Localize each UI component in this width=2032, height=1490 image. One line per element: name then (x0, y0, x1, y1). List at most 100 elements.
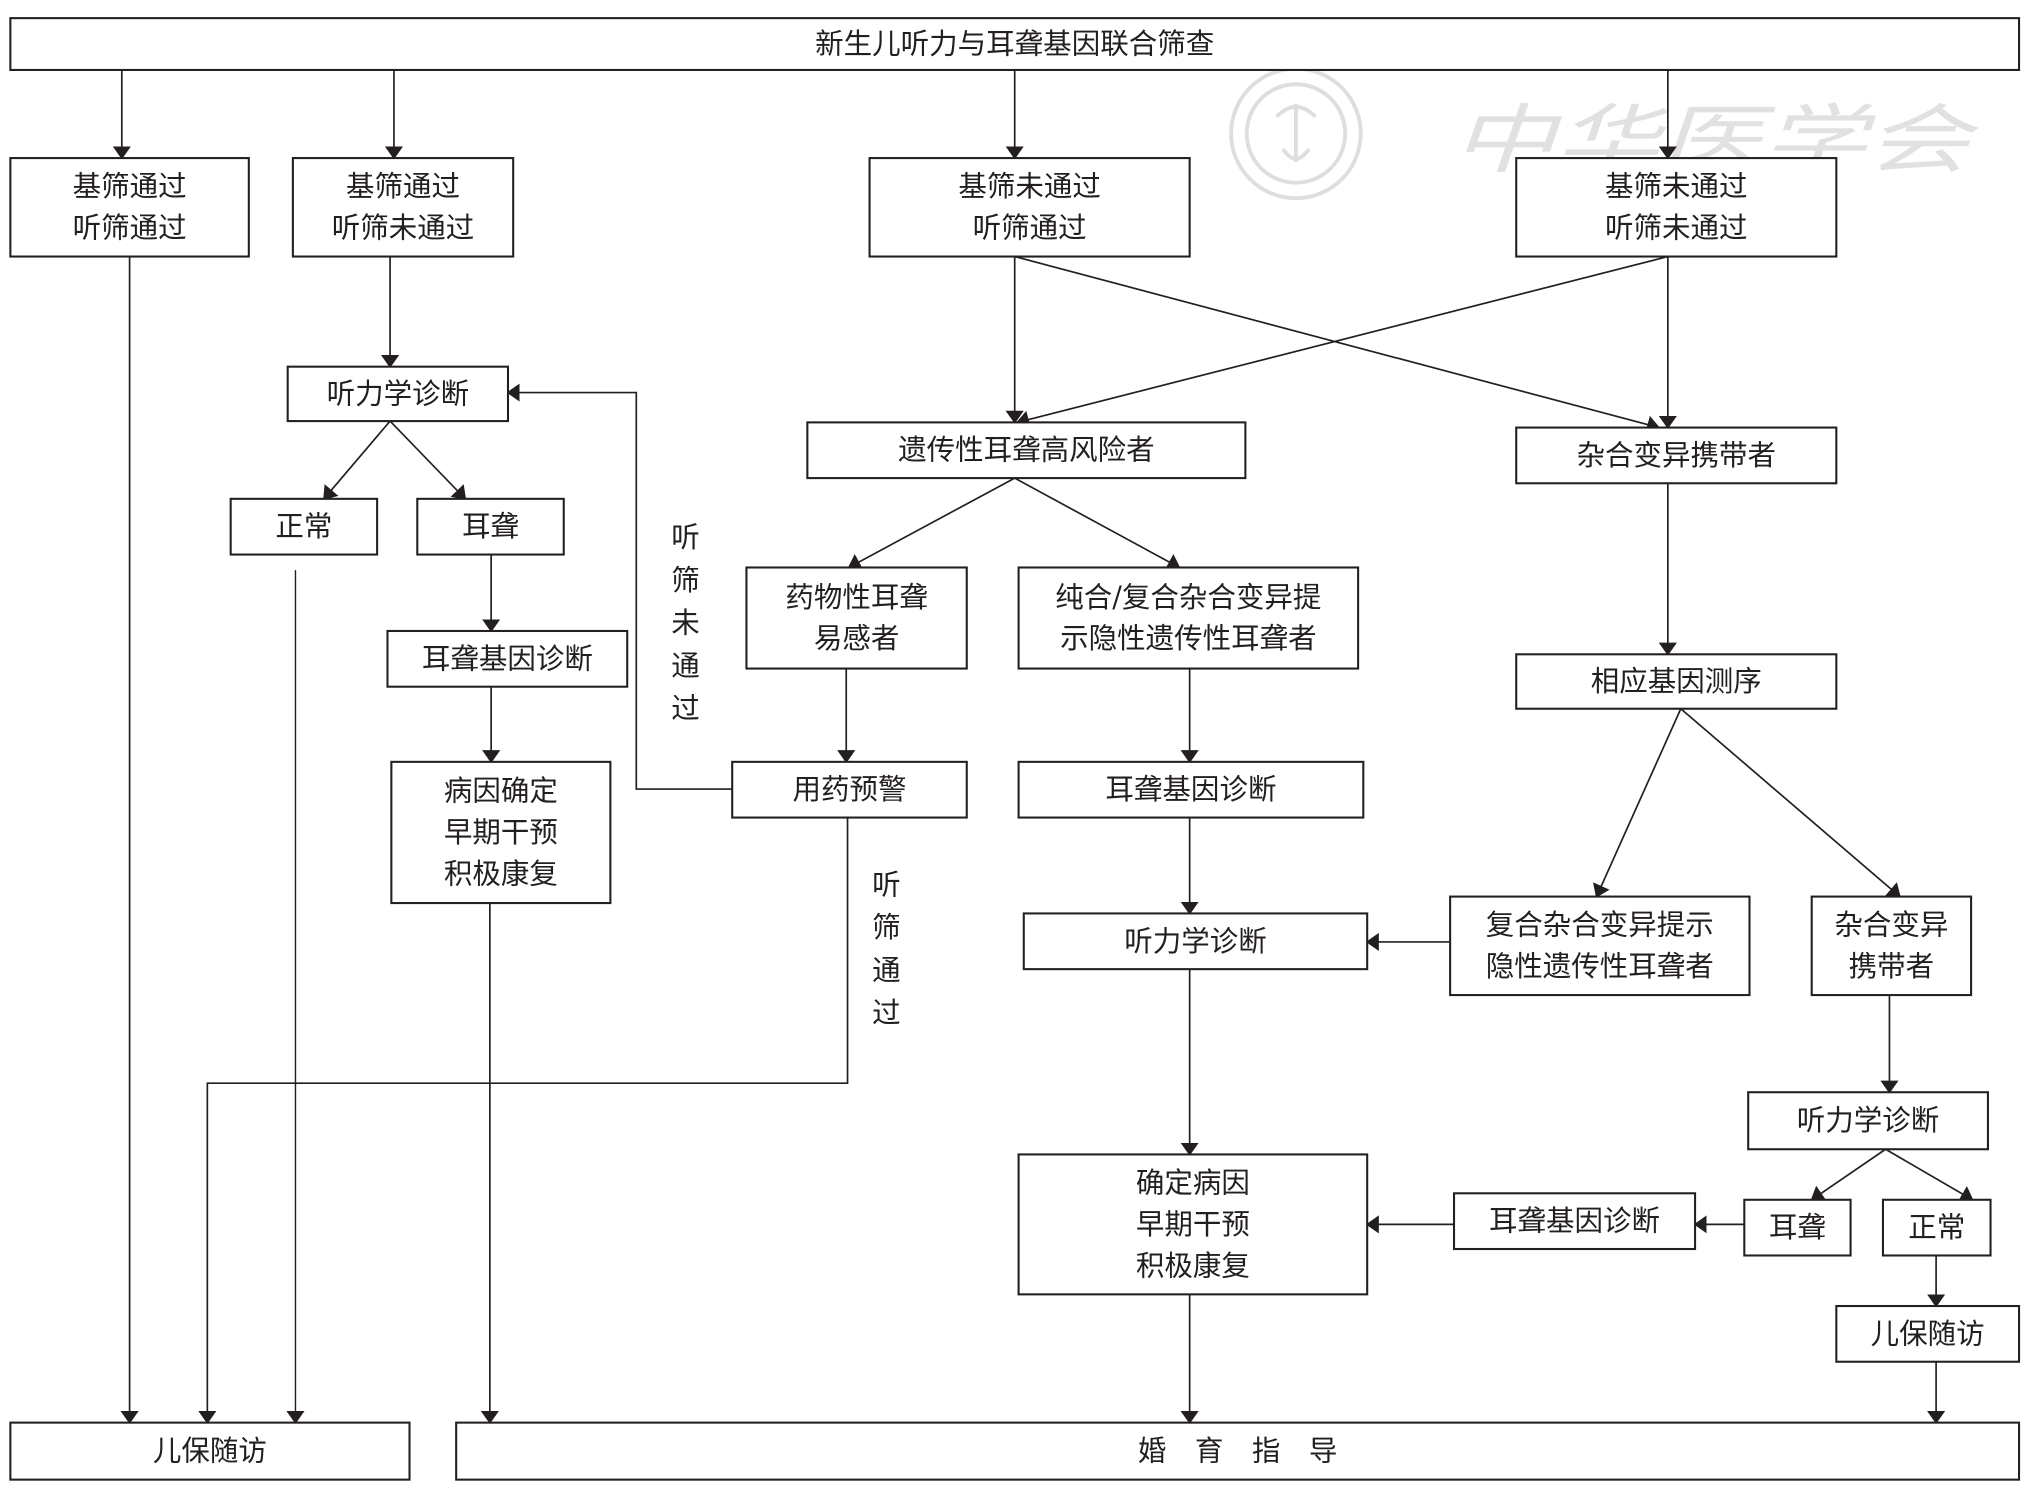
edge-label-hear-fail: 通 (671, 649, 700, 682)
node-normal-right-label: 正常 (1908, 1211, 1965, 1244)
node-gene-pass-hear-pass-box (9, 157, 250, 258)
node-heterozygous-carrier-2-box (1810, 895, 1973, 997)
node-heterozygous-carrier-box (1515, 426, 1838, 485)
edge-label-hear-fail: 过 (671, 692, 700, 725)
node-compound-recessive-box (1449, 895, 1751, 997)
node-cause-confirmed-left-label: 病因确定 (444, 774, 558, 807)
node-gene-pass-hear-pass-label: 听筛通过 (73, 212, 187, 245)
node-child-followup-bottom-box (9, 1421, 411, 1481)
diagram-title-box (9, 17, 2021, 72)
flow-arrow (323, 420, 391, 500)
node-cause-confirmed-mid-label: 早期干预 (1136, 1208, 1250, 1241)
edge-label-hear-fail: 听 (671, 521, 700, 554)
node-gene-fail-hear-fail-label: 听筛未通过 (1605, 212, 1748, 245)
node-heterozygous-carrier-2-label: 杂合变异 (1834, 909, 1948, 942)
node-audiology-dx-mid: 听力学诊断 (1022, 912, 1369, 971)
flow-arrow (1885, 1148, 1974, 1202)
node-audiology-dx-left-box (286, 365, 510, 423)
node-gene-pass-hear-fail-box (291, 157, 515, 258)
flow-arrow (1810, 1148, 1887, 1201)
node-cause-confirmed-mid-label: 积极康复 (1136, 1249, 1250, 1282)
node-cause-confirmed-mid-box (1017, 1153, 1369, 1296)
node-deaf-right: 耳聋 (1743, 1198, 1852, 1257)
flow-arrow (1014, 477, 1181, 570)
flow-arrow (506, 383, 733, 790)
node-cause-confirmed-mid-label: 确定病因 (1136, 1166, 1250, 1199)
edge-label-hear-pass: 通 (872, 954, 901, 987)
flow-arrow (1680, 708, 1901, 898)
node-deaf-gene-dx-left: 耳聋基因诊断 (386, 629, 629, 688)
node-gene-pass-hear-fail-label: 基筛通过 (346, 170, 460, 203)
node-cause-confirmed-left-label: 积极康复 (444, 857, 558, 890)
edge-label-hear-pass: 筛 (872, 911, 901, 944)
flow-arrow (1593, 708, 1682, 898)
node-drug-induced-susceptible-label: 药物性耳聋 (785, 581, 928, 614)
node-gene-sequencing: 相应基因测序 (1515, 653, 1838, 710)
node-deaf-gene-dx-left-box (386, 629, 629, 688)
node-audiology-dx-right-label: 听力学诊断 (1797, 1104, 1940, 1137)
node-homo-compound-recessive-label: 示隐性遗传性耳聋者 (1060, 622, 1317, 655)
node-audiology-dx-left-label: 听力学诊断 (327, 377, 470, 410)
edge-label-hear-fail: 筛 (671, 564, 700, 597)
node-audiology-dx-right: 听力学诊断 (1747, 1091, 1989, 1151)
node-gene-fail-hear-fail-box (1515, 157, 1838, 258)
node-gene-pass-hear-pass-label: 基筛通过 (73, 170, 187, 203)
node-compound-recessive-label: 复合杂合变异提示 (1486, 909, 1714, 942)
node-gene-fail-hear-pass-box (868, 157, 1191, 258)
node-heterozygous-carrier-2: 杂合变异携带者 (1810, 895, 1973, 997)
node-medication-warning-label: 用药预警 (792, 773, 906, 806)
node-gene-sequencing-box (1515, 653, 1838, 710)
node-child-followup-bottom: 儿保随访 (9, 1421, 411, 1481)
node-homo-compound-recessive-box (1017, 566, 1360, 670)
node-gene-fail-hear-fail-label: 基筛未通过 (1605, 170, 1748, 203)
node-deaf-right-label: 耳聋 (1769, 1211, 1826, 1244)
node-drug-induced-susceptible-box (745, 566, 968, 670)
node-normal-left-label: 正常 (275, 510, 332, 543)
node-gene-sequencing-label: 相应基因测序 (1591, 665, 1762, 698)
node-normal-left-box (229, 497, 379, 556)
node-deaf-right-box (1743, 1198, 1852, 1257)
edge-label-hear-pass: 听 (872, 868, 901, 901)
edge-label-hear-pass: 过 (872, 997, 901, 1030)
node-hereditary-high-risk-label: 遗传性耳聋高风险者 (898, 434, 1155, 467)
node-marriage-guidance: 婚 育 指 导 (455, 1421, 2021, 1481)
node-heterozygous-carrier-2-label: 携带者 (1849, 950, 1935, 983)
node-gene-pass-hear-fail-label: 听筛未通过 (332, 212, 475, 245)
node-deaf-gene-dx-right-box (1452, 1192, 1697, 1251)
node-child-followup-right: 儿保随访 (1835, 1304, 2021, 1363)
node-hereditary-high-risk-box (806, 421, 1247, 480)
node-audiology-dx-right-box (1747, 1091, 1989, 1151)
flow-arrow (1016, 255, 1669, 429)
node-gene-fail-hear-pass-label: 基筛未通过 (958, 170, 1101, 203)
node-deaf-gene-dx-mid-box (1017, 760, 1365, 819)
diagram-title: 新生儿听力与耳聋基因联合筛查 (9, 17, 2021, 72)
node-hereditary-high-risk: 遗传性耳聋高风险者 (806, 421, 1247, 480)
node-deaf-gene-dx-right-label: 耳聋基因诊断 (1489, 1205, 1660, 1238)
flow-arrow (198, 817, 849, 1424)
node-audiology-dx-mid-box (1022, 912, 1369, 971)
watermark-logo-icon (1229, 66, 1363, 201)
node-medication-warning-box (731, 760, 968, 819)
node-deaf-gene-dx-right: 耳聋基因诊断 (1452, 1192, 1697, 1251)
node-cause-confirmed-left-box (390, 760, 612, 905)
nodes: 新生儿听力与耳聋基因联合筛查基筛通过听筛通过基筛通过听筛未通过基筛未通过听筛通过… (9, 17, 2021, 1481)
flow-arrow (847, 477, 1016, 570)
node-deaf-gene-dx-left-label: 耳聋基因诊断 (422, 642, 593, 675)
node-child-followup-right-label: 儿保随访 (1871, 1317, 1985, 1350)
edges (112, 69, 1974, 1424)
node-audiology-dx-mid-label: 听力学诊断 (1124, 925, 1267, 958)
flow-arrow (389, 420, 467, 500)
node-heterozygous-carrier: 杂合变异携带者 (1515, 426, 1838, 485)
node-audiology-dx-left: 听力学诊断 (286, 365, 510, 423)
node-normal-left: 正常 (229, 497, 379, 556)
flow-arrow (1014, 255, 1661, 434)
node-deaf-left-box (416, 497, 565, 556)
node-homo-compound-recessive-label: 纯合/复合杂合变异提 (1055, 581, 1321, 614)
